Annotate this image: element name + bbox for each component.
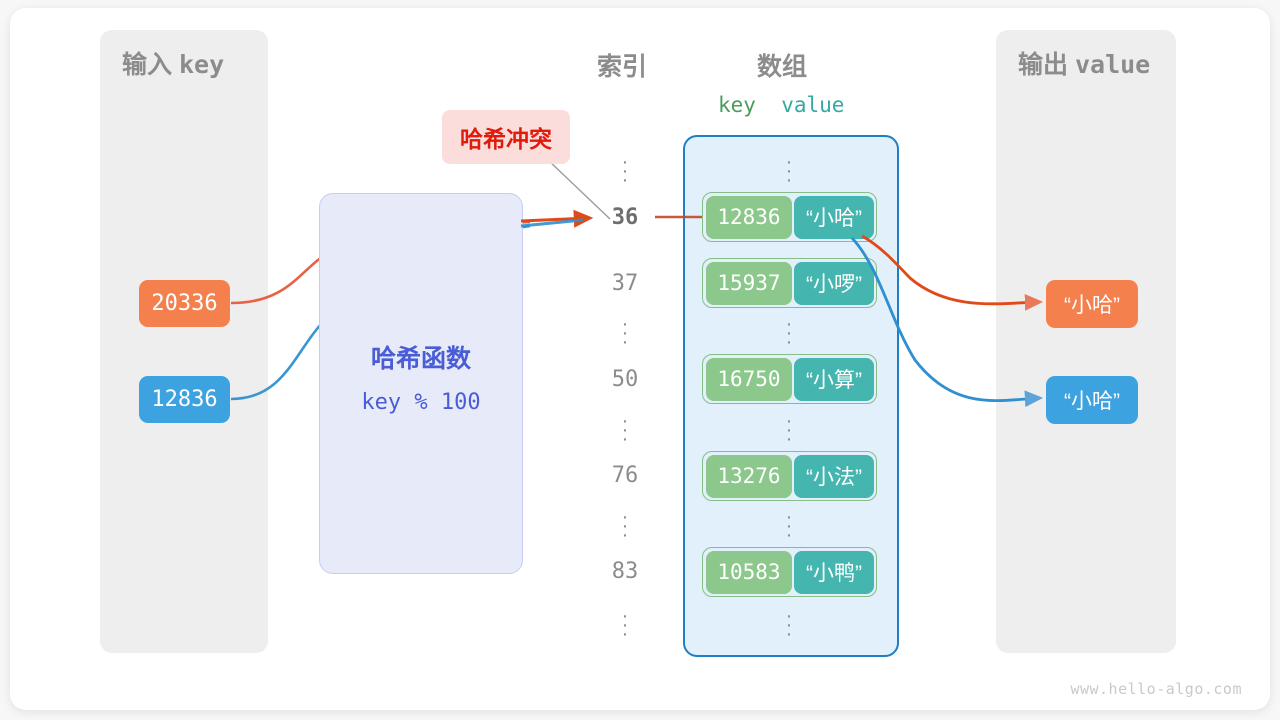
index-label-76: 76 [611,463,639,488]
array-ellipsis: ··· [785,410,793,450]
index-ellipsis: ··· [621,506,629,546]
input-key-20336[interactable]: 20336 [139,280,230,327]
hash-function-expression: key % 100 [361,390,481,415]
array-ellipsis: ··· [785,313,793,353]
array-row[interactable]: 15937 “小啰” [702,258,877,308]
array-row-key: 12836 [705,195,793,239]
array-row[interactable]: 10583 “小鸭” [702,547,877,597]
input-panel-title: 输入 key [122,45,224,81]
array-row[interactable]: 13276 “小法” [702,451,877,501]
output-value-orange[interactable]: “小哈” [1046,280,1138,328]
array-row-value: “小啰” [794,261,874,305]
index-label-37: 37 [611,271,639,296]
array-row-value: “小哈” [794,195,874,239]
key-value-heading: key value [718,93,844,117]
input-key-12836[interactable]: 12836 [139,376,230,423]
array-row[interactable]: 12836 “小哈” [702,192,877,242]
index-ellipsis: ··· [621,151,629,191]
array-column-heading: 数组 [757,53,808,81]
array-row-value: “小算” [794,357,874,401]
key-heading-label: key [718,93,756,117]
input-panel [100,30,268,653]
array-row-key: 16750 [705,357,793,401]
array-row-key: 13276 [705,454,793,498]
index-label-36: 36 [611,205,639,230]
hash-collision-badge: 哈希冲突 [442,110,570,164]
output-panel [996,30,1176,653]
index-label-50: 50 [611,367,639,392]
index-ellipsis: ··· [621,605,629,645]
watermark: www.hello-algo.com [1070,680,1242,698]
array-row-value: “小法” [794,454,874,498]
array-row-key: 10583 [705,550,793,594]
array-row-key: 15937 [705,261,793,305]
array-ellipsis: ··· [785,506,793,546]
output-panel-title: 输出 value [1018,45,1150,81]
array-ellipsis: ··· [785,151,793,191]
output-panel-title-cn: 输出 [1018,51,1069,79]
value-heading-label: value [781,93,845,117]
output-value-blue[interactable]: “小哈” [1046,376,1138,424]
input-panel-title-cn: 输入 [122,51,173,79]
array-ellipsis: ··· [785,605,793,645]
index-column-heading: 索引 [597,53,648,81]
array-row-value: “小鸭” [794,550,874,594]
index-ellipsis: ··· [621,410,629,450]
index-label-83: 83 [611,559,639,584]
index-ellipsis: ··· [621,313,629,353]
hash-function-title: 哈希函数 [370,345,471,373]
output-panel-title-code: value [1074,50,1151,79]
hash-function-box: 哈希函数 key % 100 [319,193,523,574]
input-panel-title-code: key [178,50,225,79]
array-row[interactable]: 16750 “小算” [702,354,877,404]
